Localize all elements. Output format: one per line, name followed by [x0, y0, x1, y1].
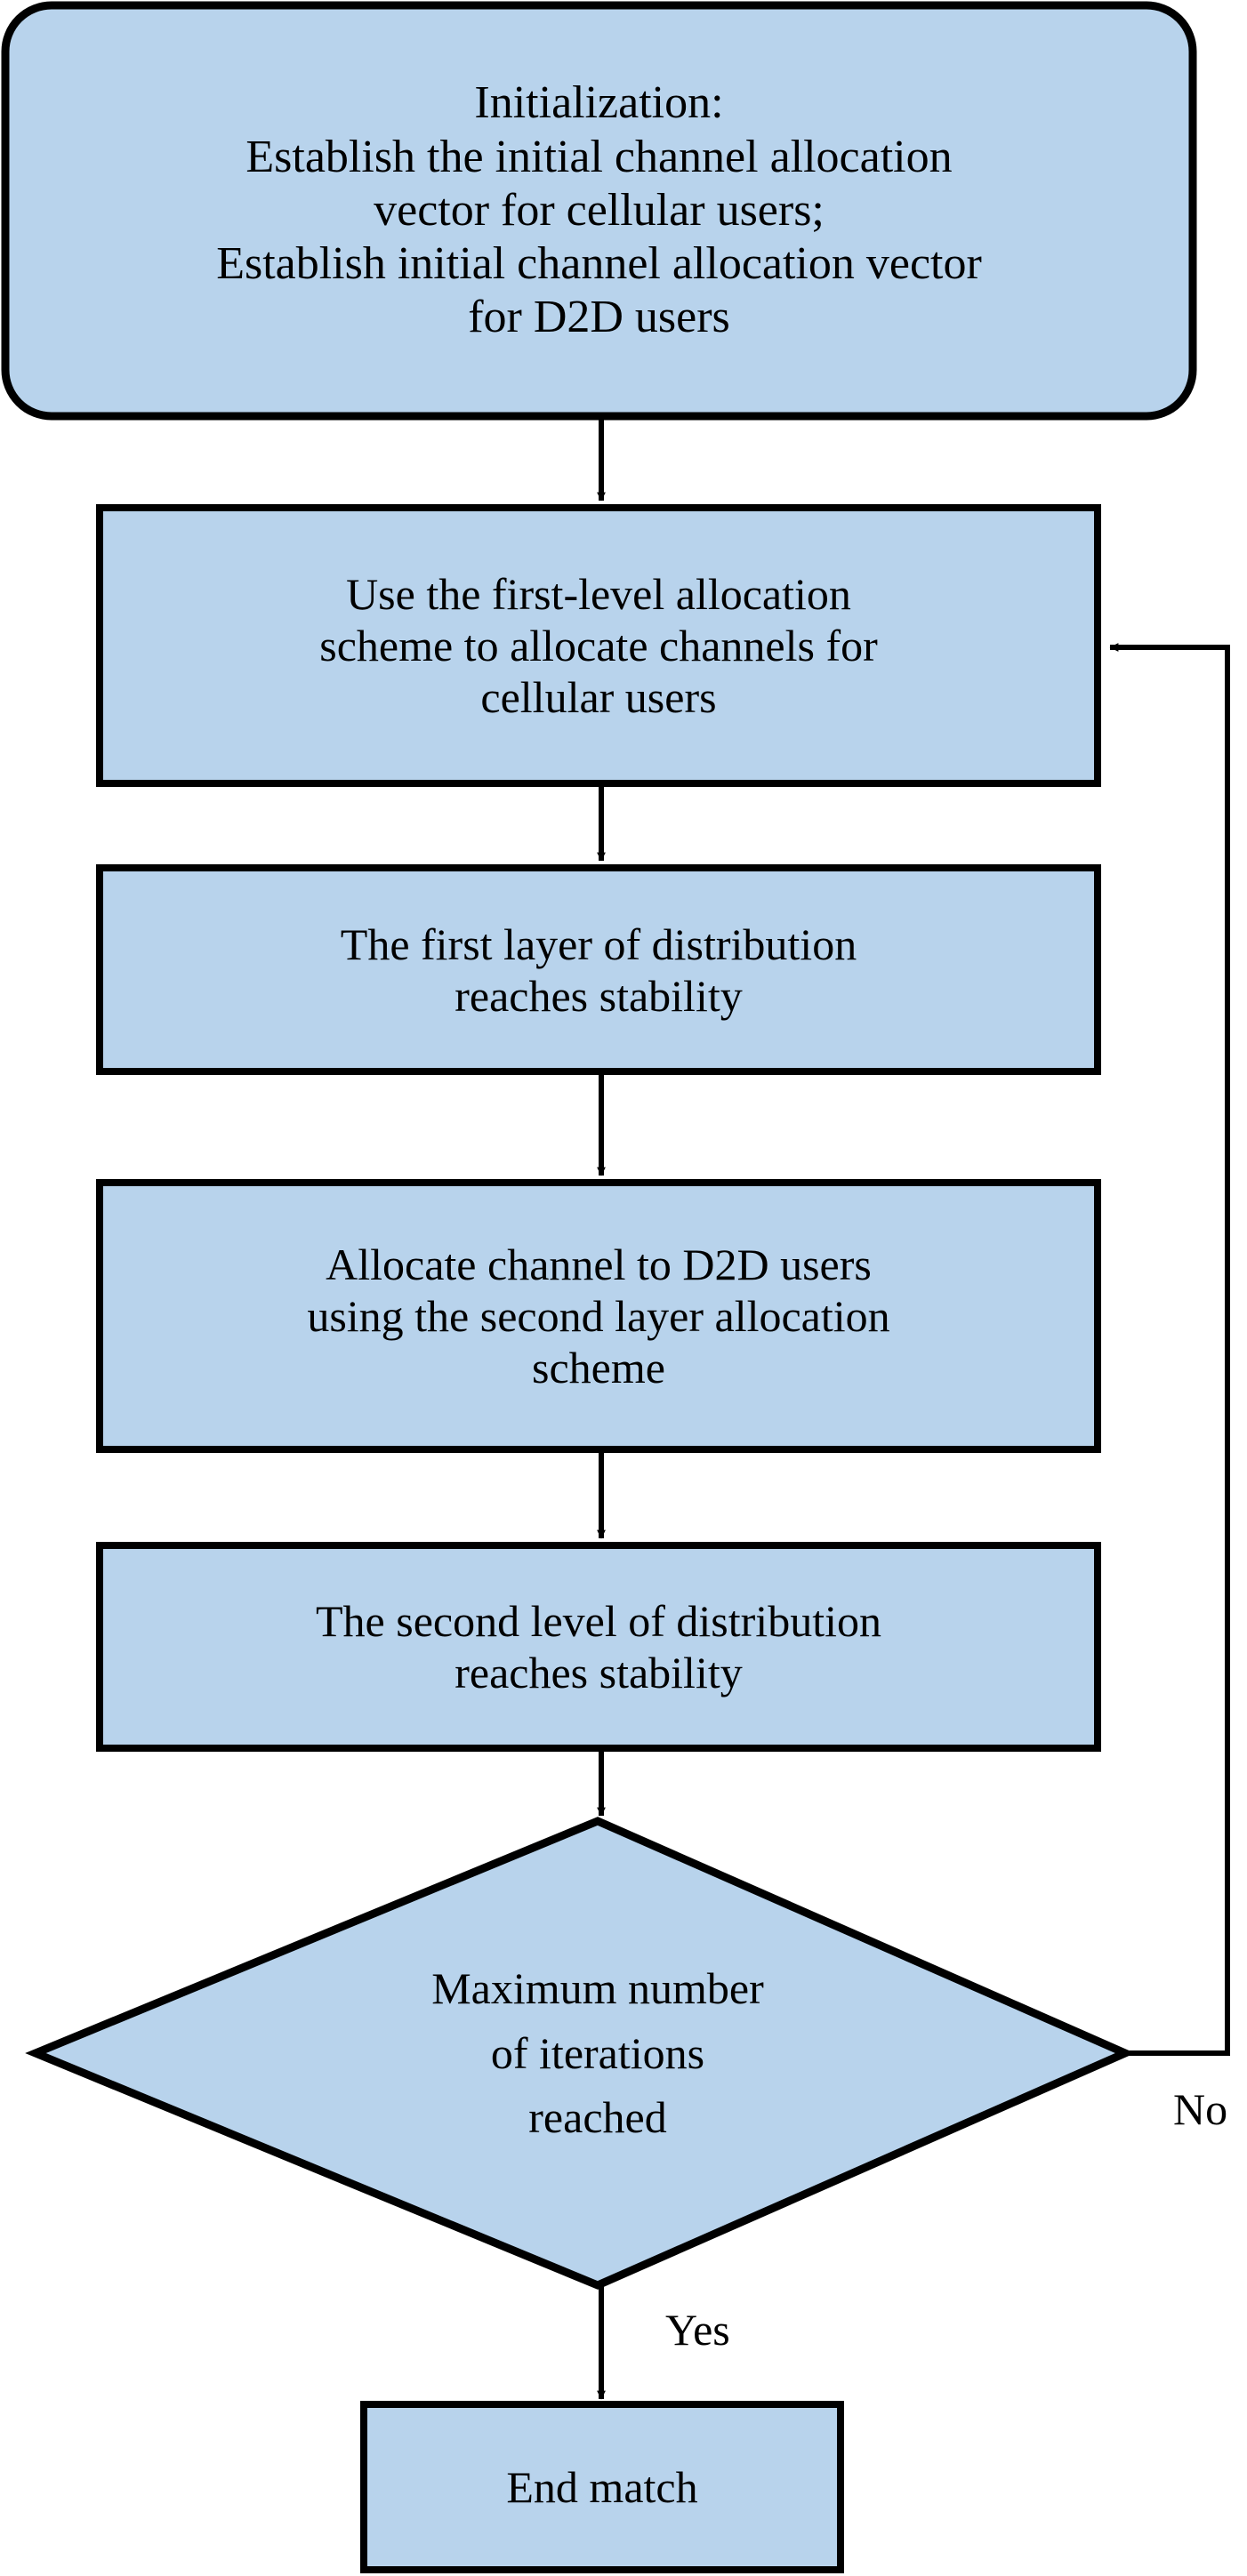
- node-first-layer-stable-shape[interactable]: [96, 864, 1101, 1075]
- node-second-level-allocation-shape[interactable]: [96, 1179, 1101, 1453]
- edge-label-no: No: [1173, 2084, 1228, 2134]
- node-init-shape[interactable]: [1, 1, 1197, 421]
- edge-label-yes: Yes: [665, 2305, 730, 2355]
- node-end-match-shape[interactable]: [360, 2401, 844, 2573]
- node-max-iterations-decision-shape[interactable]: [25, 1817, 1136, 2290]
- node-second-level-stable-shape[interactable]: [96, 1542, 1101, 1752]
- node-first-level-allocation-shape[interactable]: [96, 504, 1101, 787]
- edge-decision-no-feedback: [1109, 643, 1230, 2056]
